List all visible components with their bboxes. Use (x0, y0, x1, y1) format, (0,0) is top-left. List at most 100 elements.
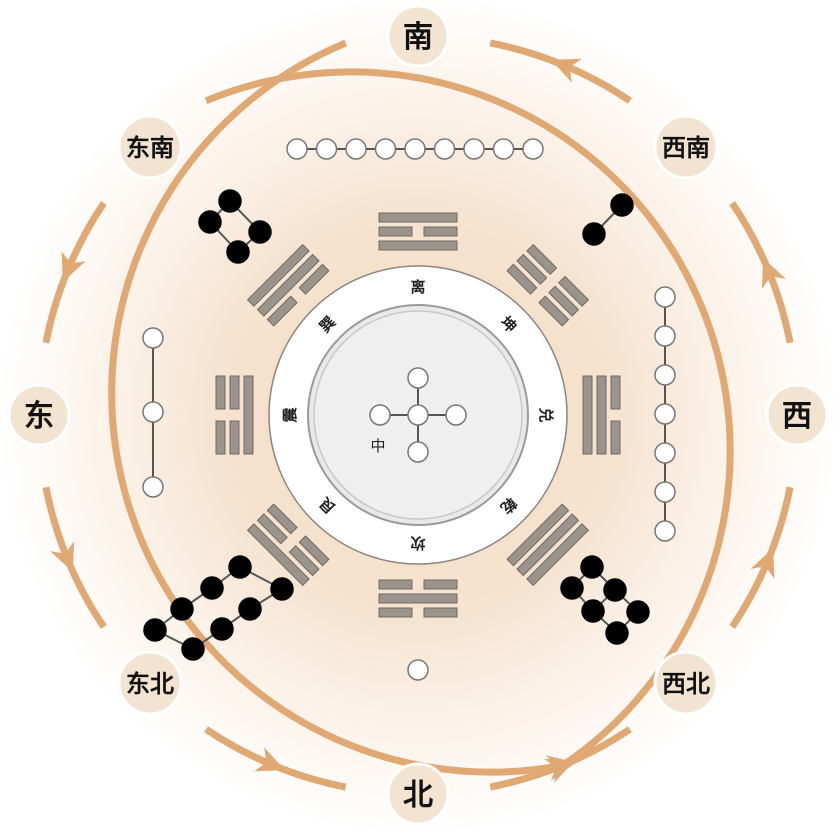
yin-dot (248, 220, 272, 244)
flow-arrow (551, 58, 632, 104)
yang-dot (407, 441, 429, 463)
yang-dot (445, 404, 467, 426)
yin-line-right (610, 420, 621, 455)
yang-line (246, 523, 310, 587)
yin-line-right (538, 295, 570, 327)
yang-dot (407, 404, 429, 426)
yin-line-right (229, 375, 240, 410)
yang-dot (654, 286, 676, 308)
direction-west: 西 (765, 383, 829, 447)
yin-line-left (229, 420, 240, 455)
yin-dot (200, 576, 224, 600)
yang-dot (404, 138, 426, 160)
trigram-kan (378, 579, 458, 618)
flow-arrow-tail (64, 558, 107, 629)
yang-dot (315, 138, 338, 160)
yin-line-left (516, 253, 548, 285)
yin-line-right (266, 503, 298, 535)
yin-dot (143, 618, 167, 642)
yin-dot (238, 597, 262, 621)
lo-shu-north (407, 659, 429, 681)
flow-arrow (108, 39, 576, 781)
yang-dot (654, 481, 676, 503)
yang-dot (654, 442, 676, 464)
flow-arrow (489, 758, 576, 791)
yang-line (378, 212, 458, 223)
yang-dot (433, 138, 456, 160)
yang-line (526, 523, 590, 587)
yin-dot (582, 222, 606, 246)
trigram-gen (246, 503, 330, 587)
yin-dot (170, 597, 194, 621)
yin-dot (603, 578, 627, 602)
yang-dot (654, 325, 676, 347)
center-label: 中 (370, 437, 385, 455)
direction-circle (7, 383, 71, 447)
trigram-qian (506, 503, 590, 587)
yang-line (516, 513, 580, 577)
direction-northeast: 东北 (117, 650, 183, 716)
direction-label: 西南 (662, 134, 710, 162)
direction-circle (386, 762, 450, 826)
yin-dot (581, 599, 605, 623)
yin-dot (181, 637, 205, 661)
lo-shu-southeast (198, 189, 272, 264)
flow-arrow-tail (271, 761, 347, 791)
direction-circle (653, 114, 719, 180)
direction-circle (386, 4, 450, 68)
flow-arrow-tail (489, 39, 565, 69)
yang-dot (407, 659, 429, 681)
direction-label: 西 (782, 399, 812, 434)
lo-shu-northwest (560, 555, 650, 645)
trigram-dui (582, 375, 621, 455)
flow-arrow (61, 201, 107, 282)
direction-southwest: 西南 (653, 114, 719, 180)
yin-dot (218, 189, 242, 213)
trigram-label-dui: 兑 (537, 407, 555, 422)
yang-dot (654, 403, 676, 425)
direction-northwest: 西北 (653, 650, 719, 716)
direction-label: 东北 (126, 670, 174, 698)
direction-label: 北 (403, 778, 433, 813)
yang-dot (286, 138, 308, 160)
yang-line (378, 240, 458, 251)
yin-line-right (215, 375, 226, 410)
yin-line-left (266, 295, 298, 327)
yin-line-right (548, 285, 580, 317)
lo-shu-south (286, 138, 544, 160)
yin-line-right (378, 579, 413, 590)
yin-line-left (288, 545, 320, 577)
lo-shu-east (142, 327, 164, 498)
yin-line-left (215, 420, 226, 455)
yang-dot (407, 367, 429, 389)
yin-dot (198, 210, 222, 234)
yang-line (378, 593, 458, 604)
yin-dot (605, 621, 629, 645)
yin-line-right (256, 513, 288, 545)
trigram-xun (246, 243, 330, 327)
flow-arrow-tail (764, 486, 794, 562)
flow-arrow-tail (42, 268, 72, 344)
direction-circle (117, 114, 183, 180)
direction-label: 西北 (662, 670, 710, 698)
yin-line-left (526, 243, 558, 275)
yin-line-right (558, 275, 590, 307)
flow-arrow (204, 726, 285, 772)
direction-label: 东南 (126, 134, 174, 162)
lo-shu-west (654, 286, 676, 542)
yang-line (582, 375, 593, 455)
flow-arrows (42, 39, 794, 791)
trigrams (215, 212, 621, 618)
yang-dot (492, 138, 515, 160)
yang-dot (142, 327, 164, 349)
yin-dot (626, 600, 650, 624)
yang-line (246, 243, 310, 307)
flow-arrow (761, 257, 794, 344)
yang-dot (374, 138, 397, 160)
direction-east: 东 (7, 383, 71, 447)
flow-arrow (729, 548, 775, 629)
yang-dot (654, 364, 676, 386)
yang-dot (463, 138, 485, 160)
trigram-zhen (215, 375, 254, 455)
